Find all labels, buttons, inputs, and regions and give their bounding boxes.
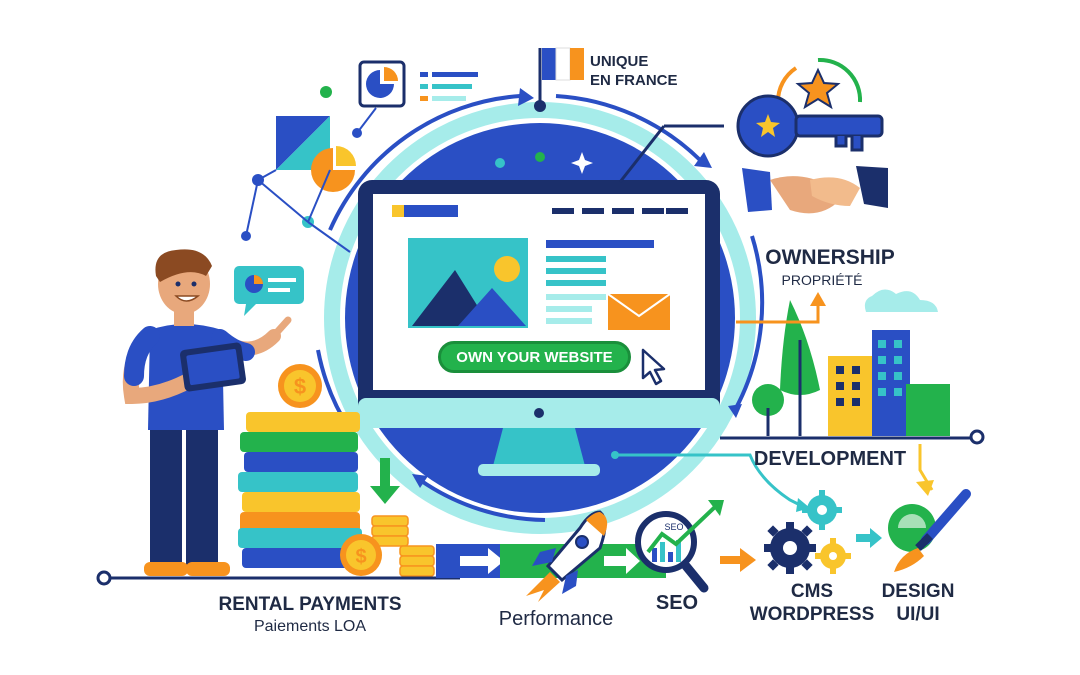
coin-stack-icon: $ <box>238 364 362 568</box>
ownership-subtitle: PROPRIÉTÉ <box>781 272 863 288</box>
design-line2: UI/UI <box>896 604 940 625</box>
person-with-tablet <box>122 249 292 576</box>
design-line1: DESIGN <box>881 581 955 602</box>
design-label: DESIGN UI/UI <box>882 580 955 626</box>
seo-title: SEO <box>655 592 699 614</box>
development-title: DEVELOPMENT <box>753 448 907 470</box>
svg-text:$: $ <box>294 374 306 399</box>
unique-en-france-label: UNIQUE EN FRANCE <box>590 52 678 90</box>
performance-title: Performance <box>498 608 614 630</box>
image-placeholder-icon <box>408 238 528 328</box>
flag-line1: UNIQUE <box>590 53 649 70</box>
rocket-icon <box>526 510 608 602</box>
small-coins-icon: $ <box>340 458 435 577</box>
seo-magnifier-icon <box>635 500 724 593</box>
cms-gears-icon <box>720 490 882 574</box>
dot-green <box>535 152 545 162</box>
ownership-title: OWNERSHIP <box>765 246 895 269</box>
mouse-cursor-icon <box>641 348 666 386</box>
email-envelope-icon <box>607 293 671 330</box>
cms-line2: WORDPRESS <box>749 604 875 625</box>
flag-line2: EN FRANCE <box>590 72 678 89</box>
ownership-key-handshake-icon <box>618 57 888 324</box>
seo-badge: SEO <box>664 522 683 532</box>
rental-payments-title: RENTAL PAYMENTS <box>218 594 402 615</box>
svg-text:$: $ <box>355 546 366 568</box>
cms-line1: CMS <box>790 581 834 602</box>
sparkle-icon <box>571 152 593 174</box>
development-buildings-icon <box>611 289 985 512</box>
own-your-website-button[interactable]: OWN YOUR WEBSITE <box>438 341 631 373</box>
dot-teal <box>495 158 505 168</box>
design-brush-icon <box>888 489 971 572</box>
cms-wordpress-label: CMS WORDPRESS <box>750 580 875 626</box>
france-flag-icon <box>534 47 584 112</box>
analytics-network-icons <box>234 60 478 316</box>
rental-payments-subtitle: Paiements LOA <box>253 618 367 635</box>
